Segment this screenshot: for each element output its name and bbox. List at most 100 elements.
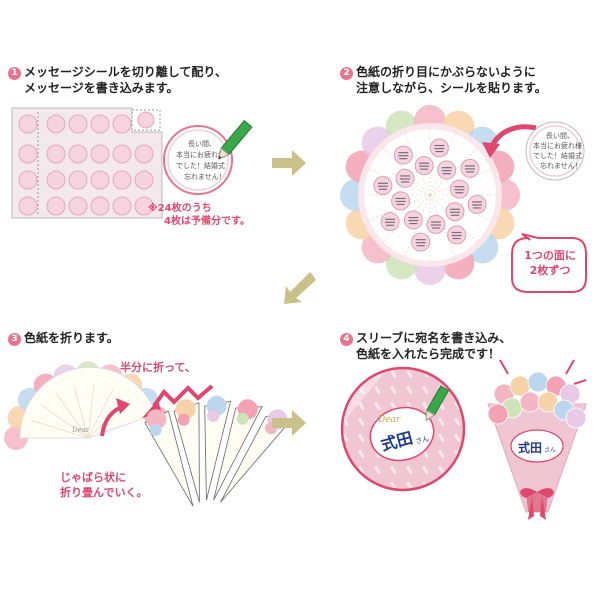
sleeve-pattern-mark	[406, 369, 413, 378]
card-sticker-line	[377, 182, 388, 184]
fold-half-text: 半分に折って、	[120, 361, 196, 374]
card-sticker	[391, 191, 411, 211]
message-sticker-zoom: 長い間、 本当にお疲れ様 でした！結婚式 忘れません！	[163, 125, 233, 195]
sticker-text-line4: 忘れません！	[184, 172, 226, 181]
bouquet-flower	[527, 371, 549, 393]
arrow-down-left-icon	[284, 272, 316, 304]
sticker-text-line2: 本当にお疲れ様	[176, 150, 225, 159]
card-sticker	[393, 145, 413, 165]
callout-text: 1つの面に 2枚ずつ	[520, 248, 580, 278]
half-ray	[40, 404, 89, 439]
card-sticker-line	[400, 178, 411, 180]
accordion-line2: 折り畳んでいく。	[60, 486, 148, 499]
step-4-line1: スリーブに宛名を書き込み、	[356, 331, 512, 345]
sticker-dot	[18, 144, 38, 164]
card-sticker-line	[441, 167, 452, 169]
card-sticker	[395, 168, 415, 188]
sticker2-text-line2: 本当にお疲れ様	[533, 141, 582, 150]
zoom-tag-dear: Dear	[377, 415, 401, 425]
accordion-panel	[173, 399, 200, 503]
sleeve-pattern-mark	[342, 385, 349, 394]
message-sticker-zoom-2: 長い間、 本当にお疲れ様 でした！結婚式 忘れません！	[525, 121, 585, 181]
card-sticker-line	[472, 204, 483, 206]
spare-note-line2: 4枚は予備分です。	[164, 216, 250, 227]
card-sticker-line	[464, 168, 475, 170]
card-sticker-line	[431, 227, 440, 229]
sticker-text-line1: 長い間、	[188, 140, 216, 148]
accordion-panel	[204, 395, 232, 501]
bouquet-flowers	[487, 371, 587, 429]
accordion-flower	[236, 412, 249, 425]
card-sticker-line	[435, 150, 444, 153]
accordion-flower	[175, 399, 196, 420]
sticker-dot	[112, 196, 132, 216]
card-sticker-line	[465, 171, 474, 173]
sleeve-pattern-mark	[454, 481, 461, 490]
card-sticker-line	[401, 181, 410, 183]
accordion-flower	[146, 409, 167, 430]
card-sticker-line	[416, 245, 425, 247]
sticker2-text-line3: でした！結婚式	[533, 151, 582, 160]
sleeve-pattern-mark	[374, 385, 381, 394]
card-sticker-line	[464, 165, 475, 167]
card-sticker-line	[395, 200, 406, 203]
pen-icon-2	[425, 385, 450, 422]
sticker-dot	[46, 144, 66, 164]
card-sticker-line	[441, 170, 452, 172]
sleeve-pattern-mark	[438, 433, 445, 442]
sticker-dot	[112, 144, 132, 164]
sticker-sheet	[11, 107, 163, 219]
card-sticker-line	[452, 237, 461, 240]
sticker-dot	[18, 114, 38, 134]
sticker-dot	[68, 196, 88, 216]
step-2-number: 2	[340, 67, 353, 80]
accordion-flower	[149, 423, 162, 436]
accordion-text: じゃばら状に 折り畳んでいく。	[60, 470, 147, 500]
bouquet-tag-suffix: さん	[544, 447, 556, 454]
sleeve-pattern-mark	[358, 465, 365, 474]
sticker-dot	[90, 170, 110, 190]
sticker-text-line3: でした！結婚式	[176, 161, 225, 170]
sticker2-text-line1: 長い間、	[546, 132, 574, 140]
card-sticker-line	[396, 203, 405, 206]
curved-arrow-icon	[482, 124, 537, 158]
flower-card	[340, 105, 520, 285]
sleeve-pattern-mark	[358, 433, 365, 442]
card-sticker-line	[434, 147, 445, 150]
card-sticker	[467, 194, 487, 214]
card-sticker-line	[473, 207, 482, 209]
sticker-dot	[18, 196, 38, 216]
half-folded-card: Dear	[4, 361, 169, 450]
sleeve-pattern-mark	[406, 385, 413, 394]
sleeve-zoom: Dear 式田 さん	[340, 366, 466, 492]
bouquet-flower	[565, 407, 587, 429]
card-sticker	[373, 176, 393, 196]
sleeve-pattern-mark	[438, 369, 445, 378]
sleeve-pattern-mark	[342, 481, 349, 490]
bouquet-tag-name: 式田	[518, 440, 542, 455]
step-1-number: 1	[8, 67, 21, 80]
sticker-dot	[46, 196, 66, 216]
sleeve-pattern-mark	[454, 417, 461, 426]
step-2-line1: 色紙の折り目にかぶらないように	[356, 65, 536, 79]
sticker-dot	[46, 170, 66, 190]
card-sticker-line	[430, 221, 441, 223]
card-sticker-line	[400, 175, 411, 177]
sleeve-pattern-mark	[438, 417, 445, 426]
card-sticker-line	[454, 186, 465, 188]
sticker-dot	[90, 196, 110, 216]
half-ray	[87, 388, 114, 439]
card-sticker-line	[449, 211, 460, 213]
half-card-dear: Dear	[72, 426, 90, 434]
step-2-line2: 注意しながら、シールを貼ります。	[356, 81, 547, 95]
card-sticker	[414, 156, 434, 176]
card-sticker-line	[451, 234, 462, 237]
card-sticker-line	[450, 214, 459, 216]
spare-note-line1: ※24枚のうち	[148, 203, 212, 214]
sleeve-pattern-mark	[374, 401, 381, 410]
sleeve-pattern-mark	[390, 465, 397, 474]
sleeve-pattern-mark	[390, 481, 397, 490]
